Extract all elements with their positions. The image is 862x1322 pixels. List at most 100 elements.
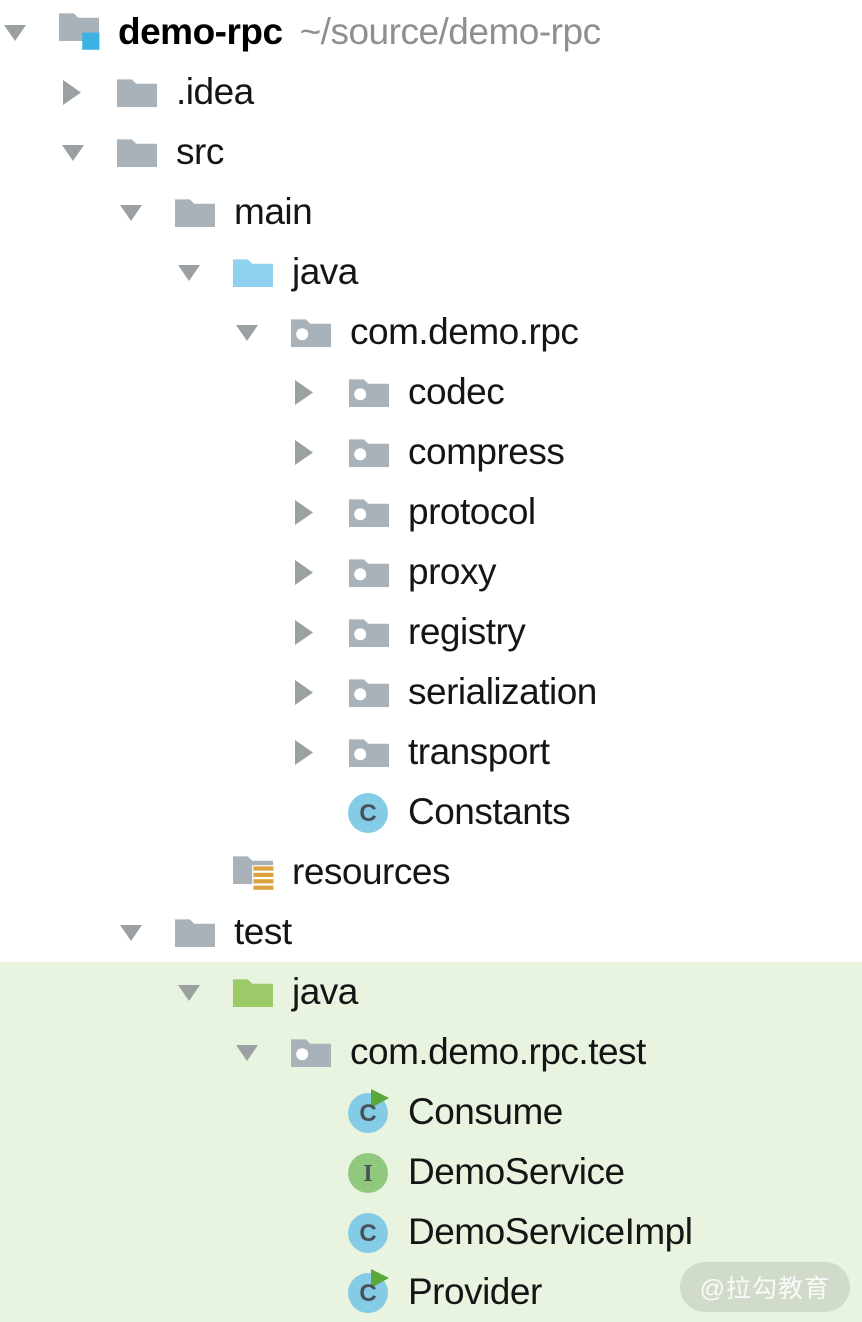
chevron-collapsed-icon[interactable] [290, 739, 343, 766]
tree-row-consume[interactable]: C Consume [0, 1082, 862, 1142]
chevron-expanded-icon[interactable] [174, 263, 227, 282]
svg-text:C: C [359, 800, 376, 827]
node-label: Consume [408, 1091, 563, 1132]
tree-row-constants[interactable]: C Constants [0, 782, 862, 842]
tree-row-demoserviceimpl[interactable]: C DemoServiceImpl [0, 1202, 862, 1262]
indent-spacer [0, 212, 116, 213]
indent-spacer [0, 992, 174, 993]
indent-spacer [0, 872, 174, 873]
tree-row-java[interactable]: java [0, 962, 862, 1022]
chevron-collapsed-icon[interactable] [290, 439, 343, 466]
node-label: com.demo.rpc.test [350, 1031, 646, 1072]
class-icon: C [347, 1206, 395, 1258]
tree-row-demo-rpc[interactable]: demo-rpc ~/source/demo-rpc [0, 2, 862, 62]
chevron-collapsed-icon[interactable] [290, 679, 343, 706]
tree-row-test[interactable]: test [0, 902, 862, 962]
node-label: serialization [408, 671, 597, 712]
node-label: java [292, 251, 358, 292]
chevron-collapsed-icon[interactable] [290, 559, 343, 586]
tree-row-idea[interactable]: .idea [0, 62, 862, 122]
tree-row-compress[interactable]: compress [0, 422, 862, 482]
node-label: com.demo.rpc [350, 311, 579, 352]
indent-spacer [0, 1232, 290, 1233]
chevron-collapsed-icon[interactable] [290, 619, 343, 646]
test-source-folder-icon [231, 966, 279, 1018]
chevron-expanded-icon[interactable] [58, 143, 111, 162]
node-label: protocol [408, 491, 536, 532]
folder-icon [115, 126, 163, 178]
svg-text:C: C [359, 1220, 376, 1247]
folder-icon [173, 186, 221, 238]
chevron-collapsed-icon[interactable] [58, 79, 111, 106]
tree-row-serialization[interactable]: serialization [0, 662, 862, 722]
indent-spacer [0, 1112, 290, 1113]
chevron-collapsed-icon[interactable] [290, 379, 343, 406]
tree-row-java[interactable]: java [0, 242, 862, 302]
chevron-expanded-icon[interactable] [116, 923, 169, 942]
watermark-badge: @拉勾教育 [679, 1262, 850, 1312]
tree-row-src[interactable]: src [0, 122, 862, 182]
tree-row-transport[interactable]: transport [0, 722, 862, 782]
node-label: Provider [408, 1271, 542, 1312]
chevron-expanded-icon[interactable] [232, 323, 285, 342]
chevron-expanded-icon[interactable] [116, 203, 169, 222]
node-path: ~/source/demo-rpc [299, 11, 602, 52]
chevron-expanded-icon[interactable] [0, 23, 53, 42]
chevron-collapsed-icon[interactable] [290, 499, 343, 526]
package-icon [347, 606, 395, 658]
node-label: .idea [176, 71, 254, 112]
node-label: registry [408, 611, 526, 652]
svg-text:I: I [363, 1161, 372, 1187]
runnable-class-icon: C [347, 1266, 395, 1318]
node-label: DemoServiceImpl [408, 1211, 693, 1252]
package-icon [289, 1026, 337, 1078]
tree-row-com-demo-rpc-test[interactable]: com.demo.rpc.test [0, 1022, 862, 1082]
tree-row-protocol[interactable]: protocol [0, 482, 862, 542]
node-label: compress [408, 431, 565, 472]
indent-spacer [0, 272, 174, 273]
package-icon [347, 666, 395, 718]
node-label: demo-rpc [118, 11, 283, 52]
node-label: src [176, 131, 224, 172]
tree-row-codec[interactable]: codec [0, 362, 862, 422]
indent-spacer [0, 452, 290, 453]
package-icon [347, 366, 395, 418]
package-icon [347, 726, 395, 778]
node-label: test [234, 911, 292, 952]
package-icon [289, 306, 337, 358]
indent-spacer [0, 92, 58, 93]
indent-spacer [0, 512, 290, 513]
project-folder-icon [57, 6, 105, 58]
tree-row-demoservice[interactable]: I DemoService [0, 1142, 862, 1202]
node-label: proxy [408, 551, 496, 592]
interface-icon: I [347, 1146, 395, 1198]
chevron-expanded-icon[interactable] [174, 983, 227, 1002]
indent-spacer [0, 812, 290, 813]
svg-text:C: C [359, 1280, 376, 1307]
tree-row-provider[interactable]: C Provider [0, 1262, 862, 1322]
indent-spacer [0, 692, 290, 693]
node-label: DemoService [408, 1151, 625, 1192]
indent-spacer [0, 1292, 290, 1293]
indent-spacer [0, 632, 290, 633]
tree-row-com-demo-rpc[interactable]: com.demo.rpc [0, 302, 862, 362]
package-icon [347, 546, 395, 598]
tree-row-resources[interactable]: resources [0, 842, 862, 902]
tree-row-main[interactable]: main [0, 182, 862, 242]
node-label: java [292, 971, 358, 1012]
chevron-expanded-icon[interactable] [232, 1043, 285, 1062]
node-label: Constants [408, 791, 571, 832]
indent-spacer [0, 1052, 232, 1053]
tree-row-proxy[interactable]: proxy [0, 542, 862, 602]
class-icon: C [347, 786, 395, 838]
node-label: resources [292, 851, 450, 892]
runnable-class-icon: C [347, 1086, 395, 1138]
package-icon [347, 486, 395, 538]
tree-row-registry[interactable]: registry [0, 602, 862, 662]
indent-spacer [0, 332, 232, 333]
folder-icon [173, 906, 221, 958]
resources-folder-icon [231, 846, 279, 898]
indent-spacer [0, 572, 290, 573]
indent-spacer [0, 752, 290, 753]
